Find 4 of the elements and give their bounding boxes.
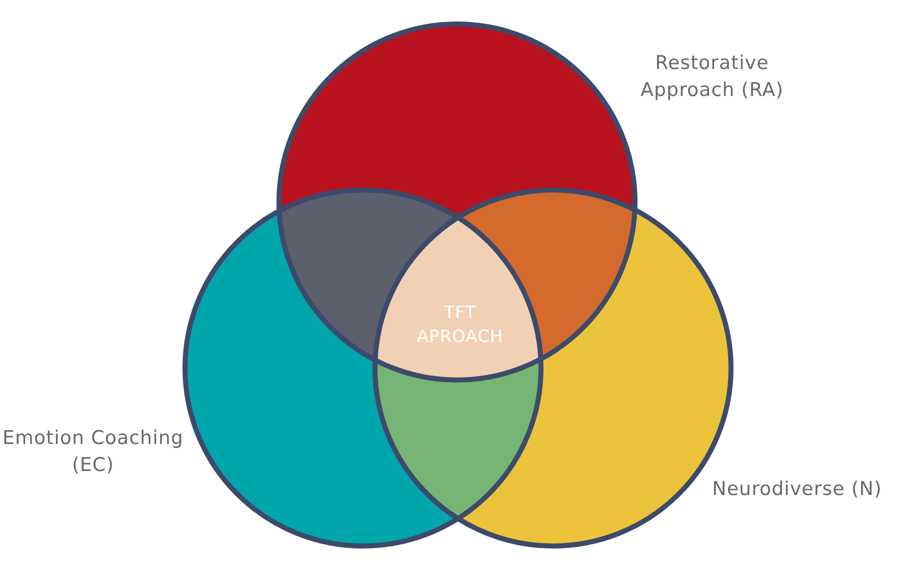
circle-label: Neurodiverse (N) bbox=[711, 477, 883, 502]
circle-label: Restorative Approach (RA) bbox=[639, 51, 785, 103]
circle-label: Emotion Coaching (EC) bbox=[2, 426, 184, 478]
center-label: TFT APROACH bbox=[416, 302, 504, 349]
